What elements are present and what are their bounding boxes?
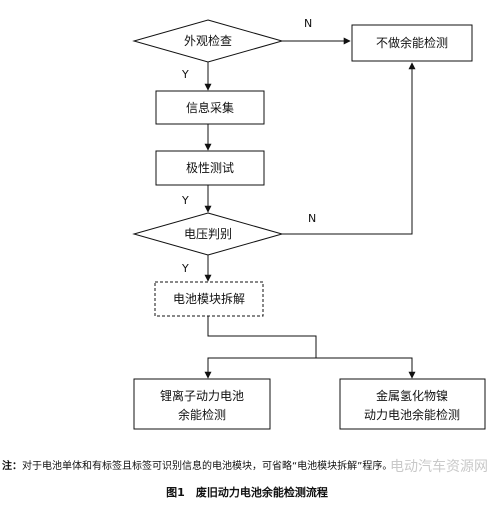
- li-ion-label-line1: 锂离子动力电池: [160, 388, 244, 403]
- edge-branch-left: [204, 357, 316, 379]
- watermark: 电动汽车资源网: [390, 459, 488, 475]
- nimh-label-line1: 金属氢化物镍: [376, 388, 448, 403]
- edge-voltage-no: [282, 62, 416, 235]
- appearance-check-label: 外观检查: [184, 33, 232, 48]
- nimh-box: [339, 378, 486, 430]
- module-disassembly-box: [154, 281, 264, 317]
- polarity-test-label: 极性测试: [186, 160, 234, 175]
- footnote-text: 对于电池单体和有标签且标签可识别信息的电池模块，可省略“电池模块拆解”程序。: [22, 461, 393, 472]
- figure-caption: 图1 废旧动力电池余能检测流程: [166, 486, 328, 499]
- module-disassembly-label: 电池模块拆解: [173, 291, 245, 306]
- edge-label-yes-1: Y: [181, 68, 189, 81]
- voltage-judge-label: 电压判别: [184, 227, 232, 241]
- edge-label-no-1: N: [304, 17, 312, 30]
- li-ion-label-line2: 余能检测: [178, 407, 226, 422]
- info-collect-label: 信息采集: [186, 100, 234, 115]
- info-collect-box: [155, 90, 265, 125]
- nimh-label-line2: 动力电池余能检测: [364, 407, 460, 422]
- flowchart: 外观检查 不做余能检测 N Y 信息采集 极性测试 Y 电压判别 N Y 电池模…: [132, 17, 486, 430]
- edge-label-yes-2: Y: [181, 194, 189, 207]
- edge-branch-trunk: [207, 316, 317, 358]
- no-test-box: [351, 24, 473, 62]
- edge-branch-right: [316, 357, 416, 379]
- footnote-prefix: 注：: [2, 461, 22, 472]
- edge-label-yes-3: Y: [181, 262, 189, 275]
- footnote: 注：对于电池单体和有标签且标签可识别信息的电池模块，可省略“电池模块拆解”程序。: [2, 457, 392, 472]
- edge-label-no-2: N: [308, 212, 316, 225]
- polarity-test-box: [155, 150, 265, 186]
- no-test-label: 不做余能检测: [376, 35, 448, 50]
- li-ion-box: [133, 378, 271, 430]
